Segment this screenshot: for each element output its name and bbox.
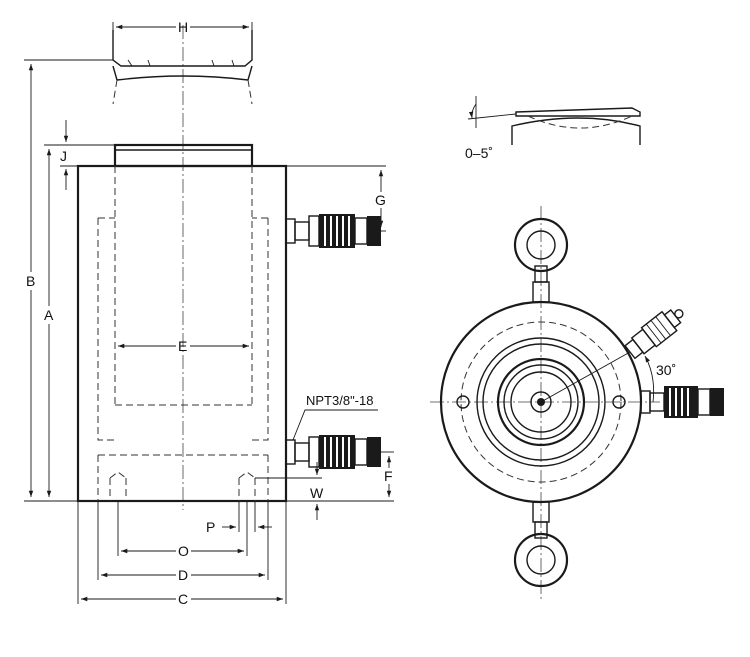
dim-label-p: P [206,519,215,535]
eyebolt-top [513,217,569,303]
top-view: 30˚ [430,206,724,600]
dim-label-j: J [60,148,67,164]
top-view-coupler-angled [624,309,684,360]
tilt-detail: 0–5˚ [465,96,641,161]
upper-coupler [285,214,381,248]
mounting-holes [109,471,256,501]
hidden-internal-lines [97,166,269,501]
port-thread-label: NPT3/8"-18 [306,393,373,408]
dim-label-e: E [178,338,187,354]
dim-label-w: W [310,485,324,501]
cylinder-body [76,164,288,503]
dim-label-g: G [375,192,386,208]
dim-label-a: A [44,307,54,323]
dim-label-o: O [178,543,189,559]
plunger-top [113,143,254,168]
bolt-hole-right [612,395,626,409]
port-leader-line [292,409,378,441]
coupler-angle-label: 30˚ [656,362,676,378]
dim-label-f: F [384,468,393,484]
eyebolt-bottom [513,501,569,588]
tilt-saddle-top [112,30,253,105]
dim-label-c: C [178,591,188,607]
dim-label-d: D [178,567,188,583]
dim-label-h: H [178,19,188,35]
dim-h [112,22,253,32]
dim-label-b: B [26,273,35,289]
tilt-angle-label: 0–5˚ [465,145,493,161]
lower-coupler [285,435,381,469]
side-view: NPT3/8"-18 H B A J E G F W P [24,19,394,607]
top-view-coupler-right [640,386,724,418]
bolt-hole-left [456,395,470,409]
